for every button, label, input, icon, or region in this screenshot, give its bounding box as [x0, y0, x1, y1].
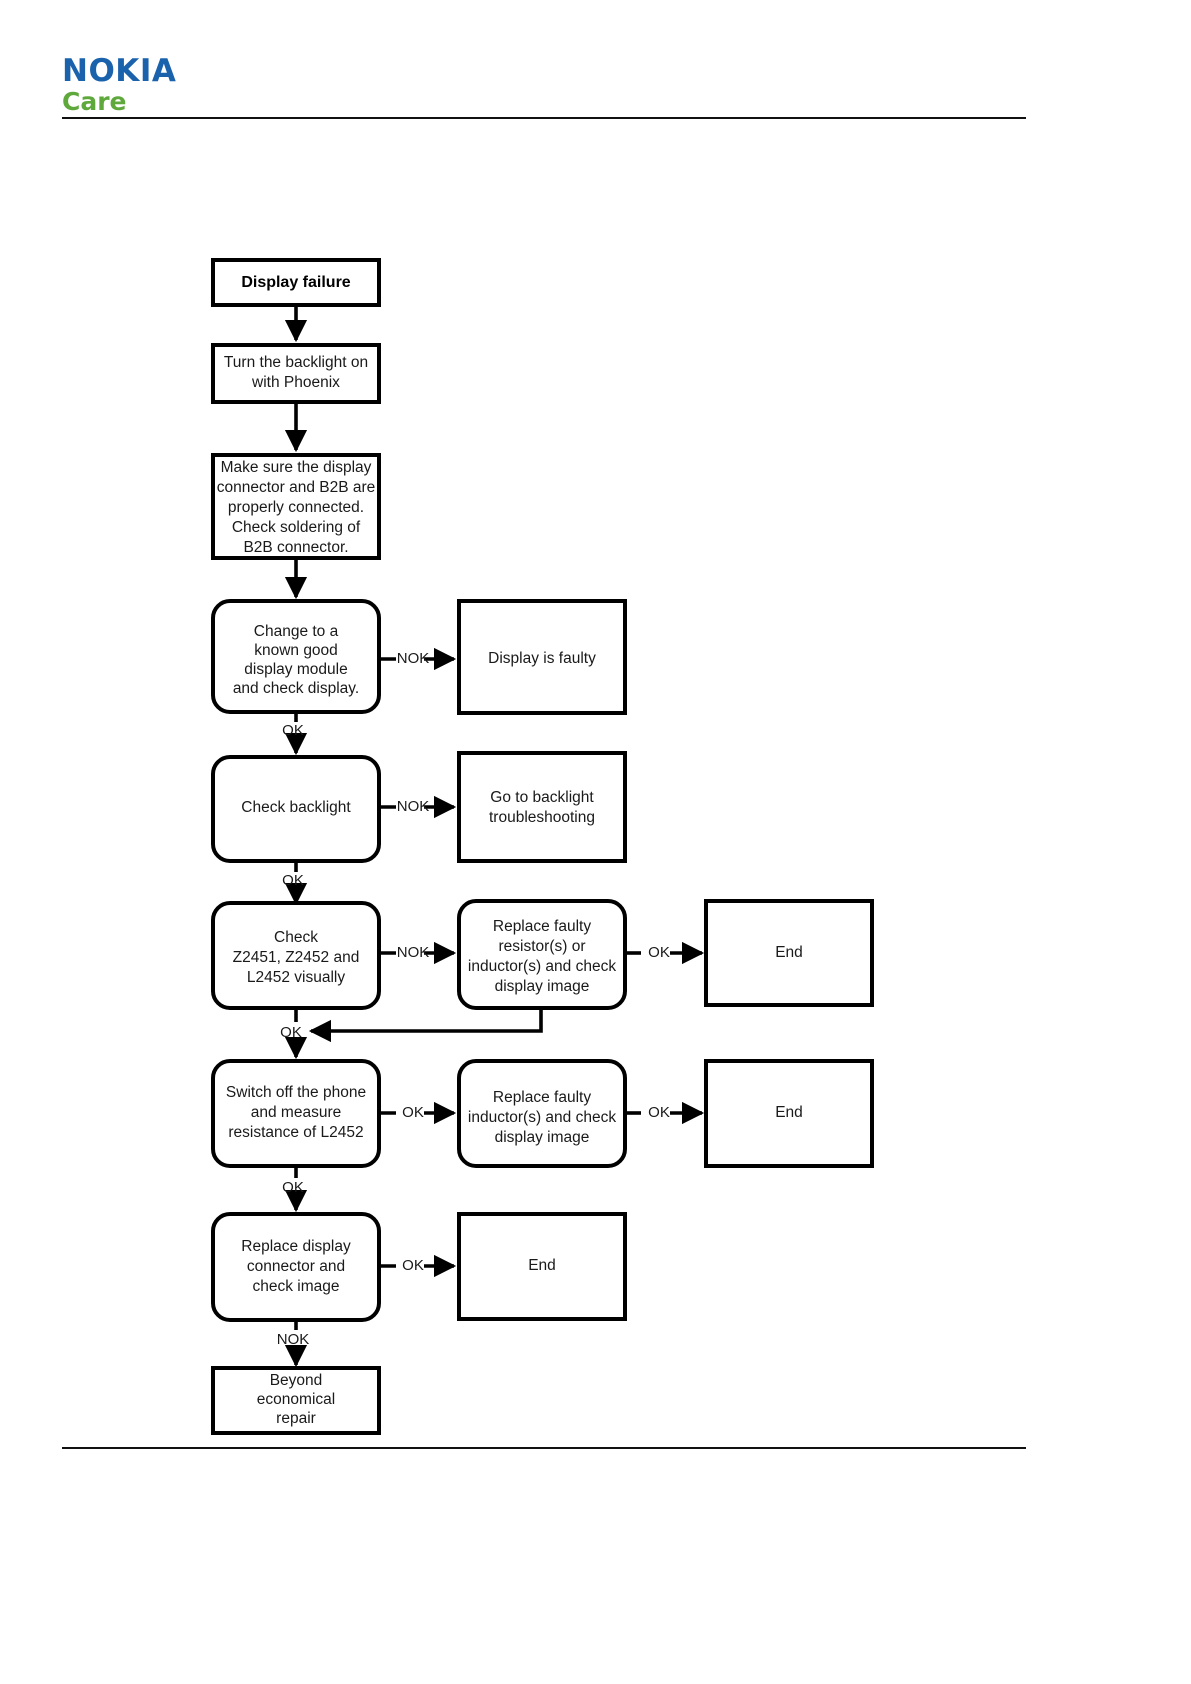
flow-node-change-module-line-1: known good	[254, 642, 338, 659]
flow-node-change-module-line-0: Change to a	[254, 623, 339, 640]
flow-node-check-components-line-1: Z2451, Z2452 and	[233, 949, 360, 966]
edge-label-replace-resistor-ok: OK	[648, 944, 670, 961]
brand-care-wordmark: Care	[62, 87, 127, 116]
flow-node-check-connector[interactable]: Make sure the display connector and B2B …	[211, 453, 381, 560]
flow-node-check-components-line-2: L2452 visually	[247, 969, 345, 986]
flow-node-goto-backlight[interactable]: Go to backlight troubleshooting	[457, 751, 627, 863]
edge-replace-resistor-feedback-loop	[308, 1008, 543, 1043]
flow-node-change-module-line-3: and check display.	[233, 680, 359, 697]
nokia-care-logo: NOKIA Care	[62, 53, 177, 116]
flow-node-goto-backlight-line-1: troubleshooting	[489, 809, 595, 826]
flow-node-check-connector-line-3: Check soldering of	[232, 519, 361, 536]
flow-node-measure-resistance-line-2: resistance of L2452	[228, 1124, 363, 1141]
flow-node-end-2-line-0: End	[775, 1104, 803, 1121]
flow-node-replace-inductor-line-1: inductor(s) and check	[468, 1109, 616, 1126]
flow-node-check-backlight-line-0: Check backlight	[241, 799, 351, 816]
flow-node-display-faulty-line-0: Display is faulty	[488, 650, 596, 667]
flow-node-start[interactable]: Display failure	[211, 258, 381, 307]
flow-node-replace-inductor-line-0: Replace faulty	[493, 1089, 591, 1106]
flow-node-replace-resistor-line-2: inductor(s) and check	[468, 958, 616, 975]
flow-node-check-components[interactable]: Check Z2451, Z2452 and L2452 visually	[211, 901, 381, 1010]
flow-node-replace-resistor-line-3: display image	[495, 978, 590, 995]
flow-node-replace-connector[interactable]: Replace display connector and check imag…	[211, 1212, 381, 1322]
edge-label-measure-resistance-ok-down: OK	[282, 1179, 304, 1196]
flow-node-check-components-line-0: Check	[274, 929, 318, 946]
edge-label-replace-inductor-ok: OK	[648, 1104, 670, 1121]
edge-label-change-module-ok: OK	[282, 722, 304, 739]
flow-node-backlight-on[interactable]: Turn the backlight on with Phoenix	[211, 343, 381, 404]
flow-node-end-3-line-0: End	[528, 1257, 556, 1274]
flow-node-measure-resistance-line-0: Switch off the phone	[226, 1084, 366, 1101]
flow-node-measure-resistance-line-1: and measure	[251, 1104, 341, 1121]
flow-node-beyond-repair[interactable]: Beyond economical repair	[211, 1366, 381, 1435]
flow-node-end-1-line-0: End	[775, 944, 803, 961]
edge-label-measure-resistance-ok-right: OK	[402, 1104, 424, 1121]
flow-node-check-connector-line-1: connector and B2B are	[217, 479, 376, 496]
brand-nokia-wordmark: NOKIA	[62, 53, 177, 89]
flow-node-replace-connector-line-0: Replace display	[241, 1238, 351, 1255]
flow-node-replace-connector-line-1: connector and	[247, 1258, 345, 1275]
flow-node-replace-resistor[interactable]: Replace faulty resistor(s) or inductor(s…	[457, 899, 627, 1010]
flow-node-beyond-repair-line-1: economical	[257, 1391, 335, 1408]
flow-node-beyond-repair-line-2: repair	[276, 1410, 316, 1427]
edge-label-check-components-ok: OK	[280, 1024, 302, 1041]
flow-node-check-connector-line-0: Make sure the display	[221, 459, 372, 476]
flow-node-backlight-on-line-1: with Phoenix	[251, 374, 340, 391]
page-header: NOKIA Care	[0, 0, 1191, 130]
edge-label-check-backlight-nok: NOK	[397, 798, 430, 815]
edge-label-replace-connector-nok: NOK	[277, 1331, 310, 1348]
flow-node-change-module[interactable]: Change to a known good display module an…	[211, 599, 381, 714]
edge-label-check-components-nok: NOK	[397, 944, 430, 961]
edge-label-replace-connector-ok: OK	[402, 1257, 424, 1274]
flow-node-goto-backlight-line-0: Go to backlight	[490, 789, 594, 806]
flow-node-start-line-0: Display failure	[241, 274, 350, 291]
header-divider	[62, 117, 1026, 119]
flow-node-measure-resistance[interactable]: Switch off the phone and measure resista…	[211, 1059, 381, 1168]
edge-label-change-module-nok: NOK	[397, 650, 430, 667]
flow-node-check-connector-line-4: B2B connector.	[243, 539, 348, 556]
edge-label-check-backlight-ok: OK	[282, 872, 304, 889]
footer-divider	[62, 1447, 1026, 1449]
flow-node-beyond-repair-line-0: Beyond	[270, 1372, 323, 1389]
flow-node-end-2[interactable]: End	[704, 1059, 874, 1168]
flow-node-end-3[interactable]: End	[457, 1212, 627, 1321]
flow-node-backlight-on-line-0: Turn the backlight on	[224, 354, 368, 371]
flow-node-change-module-line-2: display module	[244, 661, 347, 678]
flow-node-check-connector-line-2: properly connected.	[228, 499, 364, 516]
flow-node-replace-inductor[interactable]: Replace faulty inductor(s) and check dis…	[457, 1059, 627, 1168]
flow-node-replace-resistor-line-0: Replace faulty	[493, 918, 591, 935]
flow-node-replace-inductor-line-2: display image	[495, 1129, 590, 1146]
flow-node-display-faulty[interactable]: Display is faulty	[457, 599, 627, 715]
flow-node-check-backlight[interactable]: Check backlight	[211, 755, 381, 863]
flow-node-replace-resistor-line-1: resistor(s) or	[499, 938, 586, 955]
flow-node-replace-connector-line-2: check image	[252, 1278, 339, 1295]
flow-node-end-1[interactable]: End	[704, 899, 874, 1007]
